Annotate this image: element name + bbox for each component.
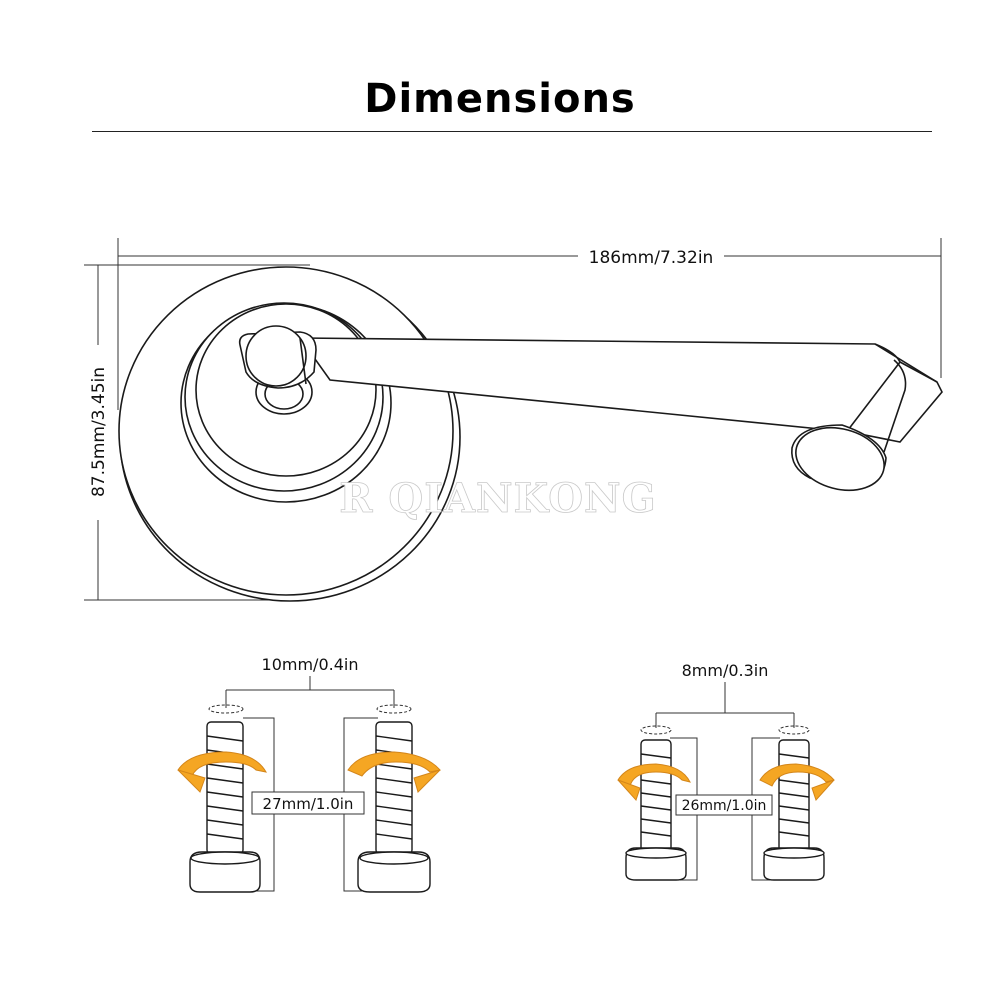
bolt-left-2: [357, 721, 431, 893]
bolt-set-right: 8mm/0.3in 26mm/1.0in: [617, 661, 835, 881]
mirror-illustration: [118, 266, 943, 602]
mirror-height-label: 87.5mm/3.45in: [89, 367, 109, 497]
page-title: Dimensions: [364, 76, 636, 122]
rotate-arrow-icon: [617, 763, 835, 801]
length-label-box-right: [675, 794, 773, 816]
thread-dimension-left: [208, 676, 412, 714]
mirror-width-label: 186mm/7.32in: [589, 248, 714, 268]
length-label-box-left: [251, 791, 365, 815]
rotate-arrow-icon: [177, 751, 441, 793]
thread-size-label-left: 10mm/0.4in: [262, 655, 359, 674]
bolt-right-2: [763, 739, 825, 881]
bolt-set-left: 10mm/0.4in 27mm/1.0in: [177, 655, 441, 893]
height-label-bg: [88, 345, 108, 520]
bolt-left-1: [189, 721, 261, 893]
mirror-width-dimension: [117, 238, 942, 410]
title-divider: [92, 131, 932, 132]
length-label-right: 26mm/1.0in: [682, 798, 767, 814]
length-label-left: 27mm/1.0in: [263, 795, 354, 813]
thread-size-label-right: 8mm/0.3in: [682, 661, 769, 680]
thread-dimension-right: [640, 682, 810, 735]
watermark: R QIANKONG: [339, 475, 657, 522]
